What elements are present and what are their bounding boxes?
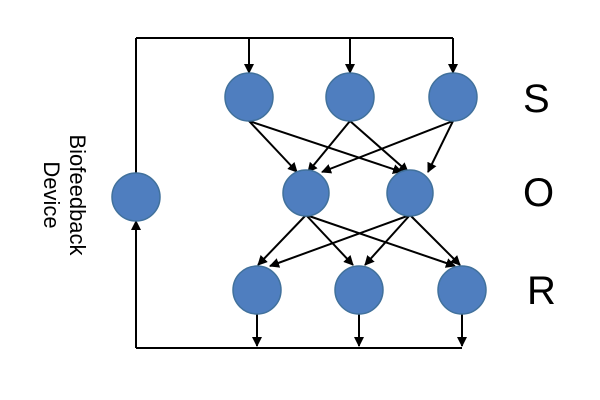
edge-o1-r2 bbox=[305, 214, 354, 266]
s-layer-nodes bbox=[224, 72, 478, 122]
r-node-1 bbox=[232, 265, 282, 315]
layer-label-r: R bbox=[527, 269, 556, 313]
edge-s2-o1 bbox=[307, 120, 351, 173]
edge-s3-o1 bbox=[321, 120, 454, 174]
layer-label-o: O bbox=[523, 171, 554, 215]
edge-s1-o2 bbox=[248, 120, 403, 174]
o-node-2 bbox=[386, 169, 434, 217]
edge-o1-r3 bbox=[305, 214, 456, 268]
s-node-2 bbox=[325, 72, 375, 122]
side-label-line2: Device bbox=[39, 161, 64, 228]
r-node-3 bbox=[437, 265, 487, 315]
edge-o2-r1 bbox=[269, 214, 411, 268]
feedback-loop bbox=[131, 37, 467, 349]
edge-s1-o1 bbox=[248, 120, 298, 173]
edge-o1-r1 bbox=[257, 214, 307, 266]
r-node-2 bbox=[334, 265, 384, 315]
s-to-o-connections bbox=[248, 120, 454, 174]
side-label-line1: Biofeedback bbox=[65, 134, 90, 256]
layer-label-s: S bbox=[523, 77, 550, 121]
o-to-r-connections bbox=[257, 214, 461, 268]
o-layer-nodes bbox=[282, 169, 434, 217]
s-node-3 bbox=[428, 72, 478, 122]
s-node-1 bbox=[224, 72, 274, 122]
biofeedback-device-label: Biofeedback Device bbox=[39, 134, 90, 256]
device-node-group bbox=[111, 172, 161, 222]
edge-s3-o2 bbox=[427, 120, 454, 173]
o-node-1 bbox=[282, 169, 330, 217]
edge-o2-r3 bbox=[409, 214, 461, 266]
edge-s2-o2 bbox=[349, 120, 409, 173]
r-layer-nodes bbox=[232, 265, 487, 315]
edge-o2-r2 bbox=[364, 214, 411, 266]
biofeedback-device-node bbox=[111, 172, 161, 222]
